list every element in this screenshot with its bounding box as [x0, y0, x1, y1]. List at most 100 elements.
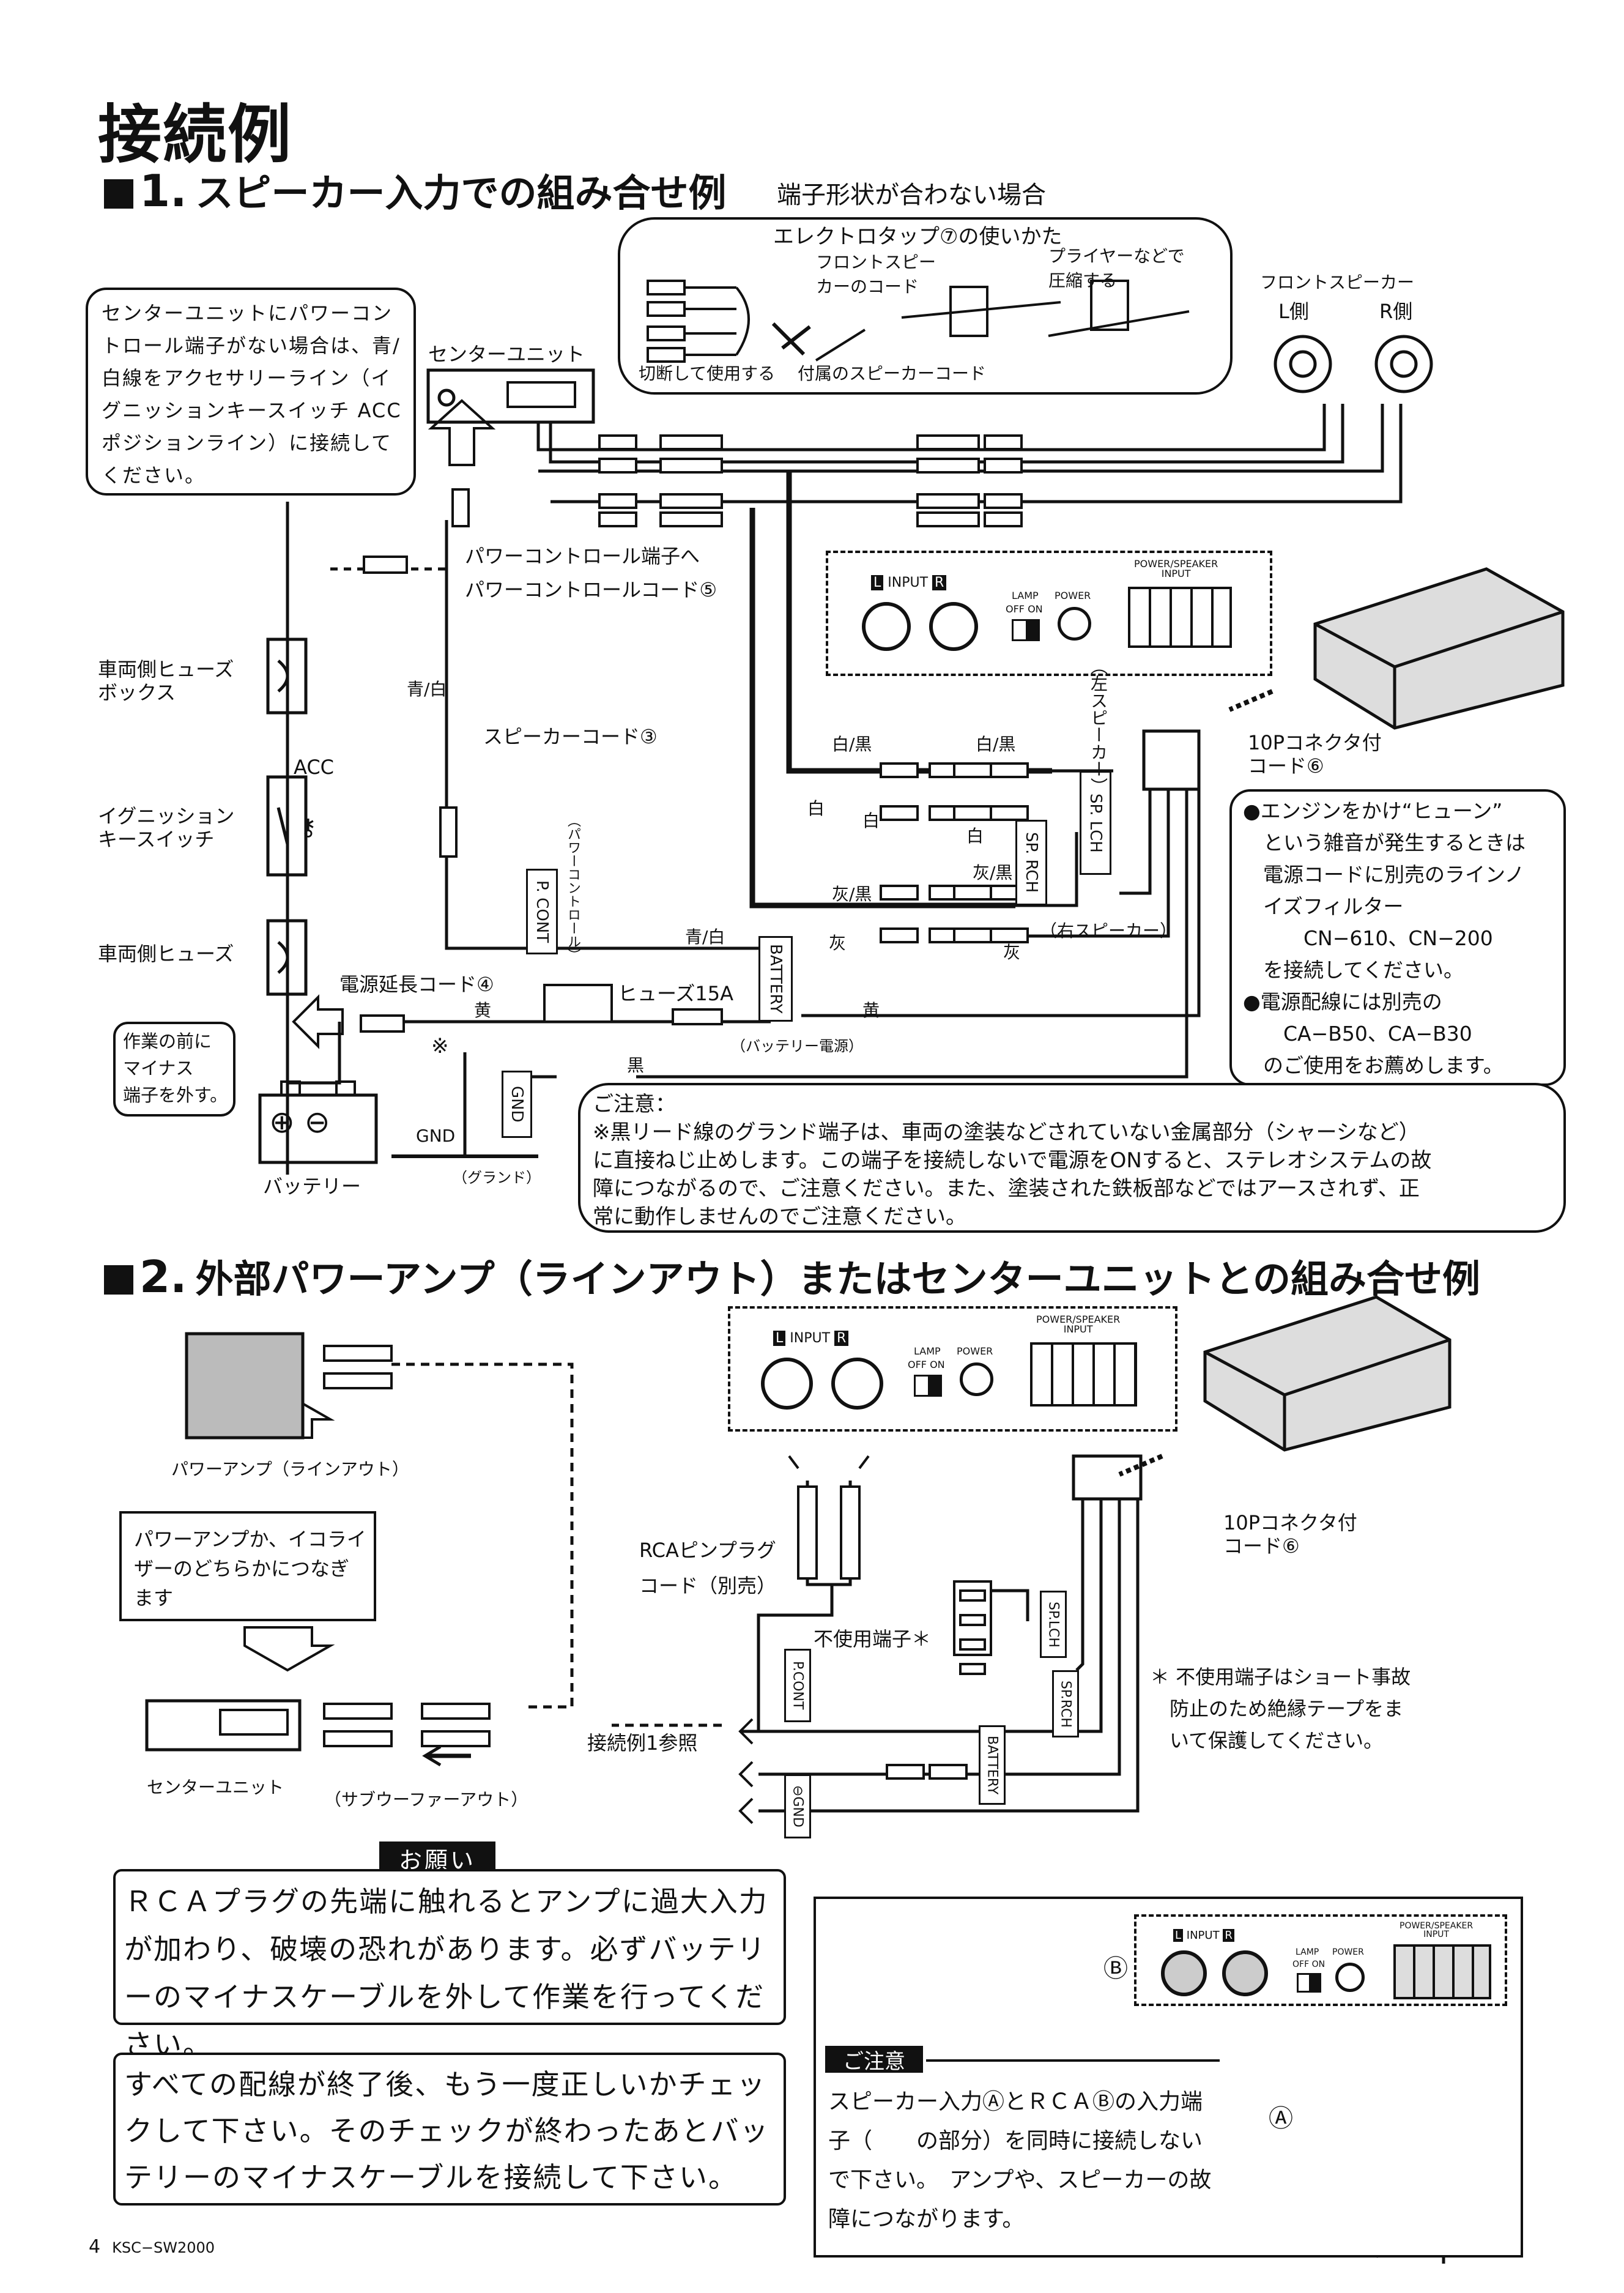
ground-label: （グランド）: [453, 1169, 541, 1186]
sec2-power-button[interactable]: [960, 1362, 993, 1396]
sec1-control-panel: L INPUT R LAMP OFF ON POWER POWER/SPEAKE…: [826, 551, 1272, 676]
footer-page-number: 4: [89, 2236, 101, 2258]
asterisk-mark: ※: [431, 1034, 449, 1058]
inset-input-l-jack[interactable]: [1161, 1950, 1207, 1996]
inset-power-speaker-connector[interactable]: [1393, 1944, 1491, 1999]
black-ground-wire: [636, 789, 1188, 1079]
white-black-label-2: 白/黒: [976, 734, 1016, 754]
sec2-wire-6: [979, 1589, 1029, 1621]
inset-b-mark: Ⓑ: [1103, 1955, 1128, 1983]
vehicle-fuse-icon: [266, 919, 308, 996]
sec1-input-r-jack[interactable]: [929, 602, 978, 651]
inset-input-label: L INPUT R: [1173, 1929, 1234, 1942]
sec1-input-label: L INPUT R: [871, 575, 947, 590]
front-speaker-cord-label: フロントスピー カーのコード: [816, 252, 936, 297]
inset-lamp-switch[interactable]: [1297, 1973, 1321, 1993]
acc-label: ACC: [294, 756, 335, 779]
sec1-off-on-label: OFF ON: [1006, 603, 1043, 615]
sec1-power-label: POWER: [1055, 590, 1091, 601]
sec2-center-unit-icon: [145, 1699, 302, 1752]
sec1-lamp-switch[interactable]: [1012, 619, 1040, 641]
white-label-1: 白: [807, 798, 825, 819]
sec1-10p-connector-label: 10Pコネクタ付 コード⑥: [1248, 731, 1382, 778]
gray-label-2: 灰: [1003, 942, 1021, 962]
key-icon: ⚷: [300, 814, 317, 841]
section-square-icon: [104, 179, 133, 209]
subwoofer-icon: [1313, 567, 1565, 730]
sec2-power-speaker-connector[interactable]: [1030, 1342, 1137, 1407]
gray-label-1: 灰: [829, 933, 847, 953]
engine-noise-text: ●エンジンをかけ“ヒューン” という雑音が発生するときは 電源コードに別売のライ…: [1243, 799, 1526, 1077]
sec1-input-l-jack[interactable]: [862, 602, 911, 651]
power-amp-icon: [185, 1332, 305, 1440]
sp-rch-tag: SP. RCH: [1015, 820, 1047, 905]
blue-white-label: 青/白: [407, 679, 447, 699]
inset-caution-rule: [926, 2059, 1220, 2062]
before-work-text: 作業の前に マイナス 端子を外す。: [123, 1031, 228, 1106]
sec2-lamp-switch[interactable]: [914, 1375, 942, 1397]
inset-box: Ⓑ L INPUT R LAMP OFF ON POWER POWER/SPEA…: [814, 1897, 1523, 2258]
inset-off-on-label: OFF ON: [1292, 1960, 1326, 1969]
inset-power-speaker-input-label: POWER/SPEAKER INPUT: [1400, 1921, 1474, 1939]
sec2-subwoofer-icon: [1203, 1295, 1452, 1452]
sec1-power-speaker-connector[interactable]: [1128, 587, 1232, 648]
wire-front-r-minus: [551, 404, 1403, 504]
center-unit-note-text: センターユニットにパワーコントロール端子がない場合は、青/白線をアクセサリーライ…: [102, 302, 402, 487]
front-speaker-label: フロントスピーカー: [1260, 272, 1415, 292]
sec2-control-panel: L INPUT R LAMP OFF ON POWER POWER/SPEAKE…: [728, 1306, 1177, 1432]
yellow-label-1: 黄: [474, 1000, 492, 1020]
included-cord-label: 付属のスピーカーコード: [798, 363, 987, 384]
white-black-label-1: 白/黒: [832, 734, 872, 754]
section2-heading: 2.外部パワーアンプ（ラインアウト）またはセンターユニットとの組み合せ例: [104, 1248, 1480, 1303]
speaker-cord-gray: [749, 508, 1015, 909]
ignition-switch-icon: [266, 775, 308, 877]
fuse-box-icon: [266, 637, 308, 715]
yellow-wire: [801, 789, 1201, 1017]
sec2-input-label: L INPUT R: [773, 1331, 849, 1346]
power-arrow-icon: [292, 994, 344, 1049]
section1-title: スピーカー入力での組み合せ例: [195, 171, 727, 215]
engine-noise-note: ●エンジンをかけ“ヒューン” という雑音が発生するときは 電源コードに別売のライ…: [1229, 789, 1566, 1086]
sec2-input-l-jack[interactable]: [761, 1358, 813, 1410]
vehicle-fuse-label: 車両側ヒューズ: [98, 942, 234, 965]
electrotap-title: エレクトロタップ⑦の使いかた: [773, 225, 1062, 249]
p-cont-sub-label: （パワーコントロール）: [565, 814, 580, 962]
front-r-label: R側: [1379, 300, 1413, 323]
center-unit-label: センターユニット: [428, 343, 585, 366]
power-ext-cord-label: 電源延長コード④: [339, 973, 494, 996]
white-label-2: 白: [862, 811, 880, 831]
power-control-terminal-label: パワーコントロール端子へ: [465, 544, 700, 568]
amp-down-arrow-icon: [243, 1626, 335, 1672]
rca-to-dashed: [740, 1585, 834, 1733]
unused-terminal-label: 不使用端子＊: [814, 1627, 932, 1651]
sec2-input-r-jack[interactable]: [831, 1358, 883, 1410]
sp-lch-tag: SP. LCH: [1080, 771, 1111, 875]
terminal-mismatch-title: 端子形状が合わない場合: [777, 181, 1046, 209]
sec2-wire-1: [1075, 1499, 1085, 1671]
electrotap-panel: エレクトロタップ⑦の使いかた フロントスピー カーのコード プライヤーなどで 圧…: [618, 217, 1233, 395]
left-speaker-label: （左スピーカー）: [1088, 658, 1108, 795]
inset-a-mark: Ⓐ: [1269, 2105, 1293, 2133]
sec1-lamp-label: LAMP: [1012, 590, 1039, 601]
right-speaker-label: （右スピーカー）: [1040, 921, 1177, 941]
amp-or-eq-note: パワーアンプか、イコライザーのどちらかにつなぎます: [119, 1511, 376, 1621]
rca-cord-label: RCAピンプラグ コード（別売）: [639, 1539, 777, 1597]
sec2-10p-connector-label: 10Pコネクタ付 コード⑥: [1223, 1511, 1357, 1558]
see-example-label: 接続例1参照: [587, 1731, 698, 1755]
battery-icon: [258, 1093, 378, 1164]
battery-label: バッテリー: [263, 1175, 362, 1198]
inset-panel: L INPUT R LAMP OFF ON POWER POWER/SPEAKE…: [1134, 1914, 1507, 2006]
gnd-tag: GND: [502, 1071, 532, 1138]
inset-input-r-jack[interactable]: [1222, 1950, 1268, 1996]
sp-rch-wire: [1015, 832, 1078, 907]
sec2-power-speaker-input-label: POWER/SPEAKER INPUT: [1036, 1314, 1121, 1335]
front-speaker-l-icon: [1274, 335, 1332, 393]
inset-caution-title: ご注意: [825, 2046, 923, 2074]
final-check-box: すべての配線が終了後、もう一度正しいかチェックして下さい。そのチェックが終わった…: [113, 2053, 786, 2206]
sec2-wire-4: [758, 1499, 1140, 1813]
sec1-power-button[interactable]: [1058, 607, 1091, 641]
amp-or-eq-text: パワーアンプか、イコライザーのどちらかにつなぎます: [134, 1528, 366, 1610]
inset-power-button[interactable]: [1335, 1963, 1365, 1992]
center-unit-arrow-icon: [428, 399, 496, 466]
